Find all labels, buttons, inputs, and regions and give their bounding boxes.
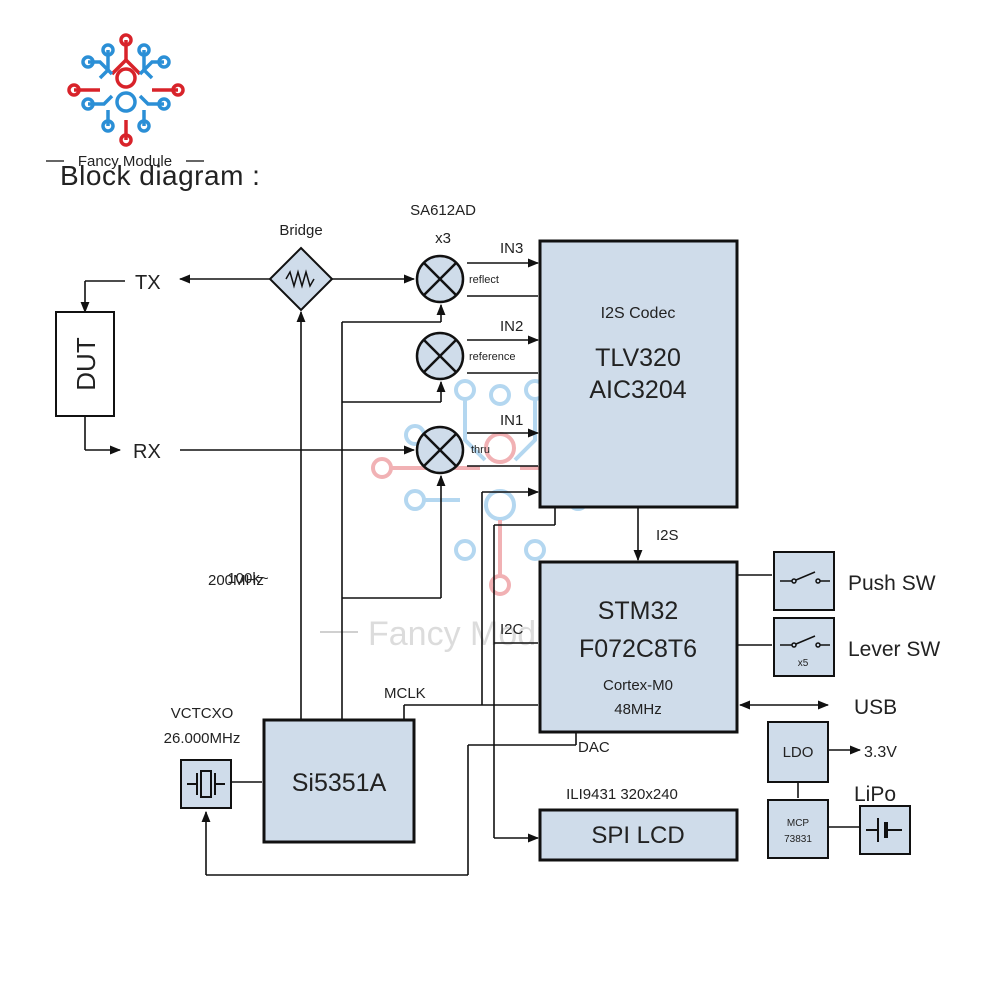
reflect-label: reflect: [469, 274, 499, 286]
in3-label: IN3: [500, 240, 523, 257]
codec-type: I2S Codec: [601, 305, 676, 322]
lcd-name: SPI LCD: [591, 822, 684, 849]
si5351a-block: [262, 718, 416, 844]
mcu-block: [538, 560, 739, 734]
si5351a-name: Si5351A: [292, 769, 387, 797]
signal-wires: [80, 258, 862, 876]
circuit-node-logo-icon: [67, 33, 185, 147]
page-title: Block diagram :: [60, 160, 261, 191]
push-switch-block: [773, 551, 835, 611]
mcu-clock: 48MHz: [614, 701, 662, 718]
charger-line1: MCP: [787, 818, 810, 829]
mixer-reference: [415, 331, 465, 381]
lever-sw-label: Lever SW: [848, 638, 940, 661]
thru-label: thru: [471, 444, 490, 456]
usb-label: USB: [854, 696, 897, 719]
tx-label: TX: [135, 272, 161, 294]
v33-label: 3.3V: [864, 744, 897, 761]
in2-label: IN2: [500, 318, 523, 335]
vctcxo-freq: 26.000MHz: [164, 730, 241, 747]
reference-label: reference: [469, 351, 515, 363]
dut-label: DUT: [71, 337, 101, 391]
codec-part-2: AIC3204: [589, 376, 686, 404]
in1-label: IN1: [500, 412, 523, 429]
push-sw-label: Push SW: [848, 572, 936, 595]
mixer-count-label: x3: [435, 230, 451, 247]
mixer-reflect: [415, 254, 465, 304]
lcd-block: [538, 808, 739, 862]
mcu-part: F072C8T6: [579, 635, 697, 663]
i2c-label: I2C: [500, 621, 524, 638]
lipo-label: LiPo: [854, 783, 896, 806]
charger-block: [767, 799, 829, 859]
freq-range-1: 100k~: [227, 570, 269, 587]
codec-block: [538, 239, 739, 509]
ldo-block: [767, 721, 829, 783]
bridge-label: Bridge: [279, 222, 322, 239]
ldo-name: LDO: [783, 744, 814, 761]
dac-label: DAC: [578, 739, 610, 756]
crystal-icon: [187, 770, 225, 798]
mcu-name: STM32: [598, 597, 679, 625]
mcu-core: Cortex-M0: [603, 677, 673, 694]
resistor-icon: [285, 269, 315, 289]
i2s-label: I2S: [656, 527, 679, 544]
switch-icon: [780, 571, 830, 584]
battery-icon: [866, 818, 902, 842]
lever-switch-block: [773, 617, 835, 677]
freq-range-line2: 200MHz: [208, 572, 264, 589]
brand-name: Fancy Module: [78, 153, 172, 170]
codec-part-1: TLV320: [595, 344, 681, 372]
switch-icon: [780, 635, 830, 648]
charger-line2: 73831: [784, 834, 812, 845]
switch-count: x5: [798, 658, 809, 669]
mclk-label: MCLK: [384, 685, 426, 702]
rx-label: RX: [133, 441, 161, 463]
lcd-part: ILI9431 320x240: [566, 786, 678, 803]
vctcxo-label: VCTCXO: [171, 705, 234, 722]
mixer-thru: [415, 425, 465, 475]
mixer-part-label: SA612AD: [410, 202, 476, 219]
bridge-block: [268, 246, 334, 312]
dut-block: [55, 311, 115, 417]
